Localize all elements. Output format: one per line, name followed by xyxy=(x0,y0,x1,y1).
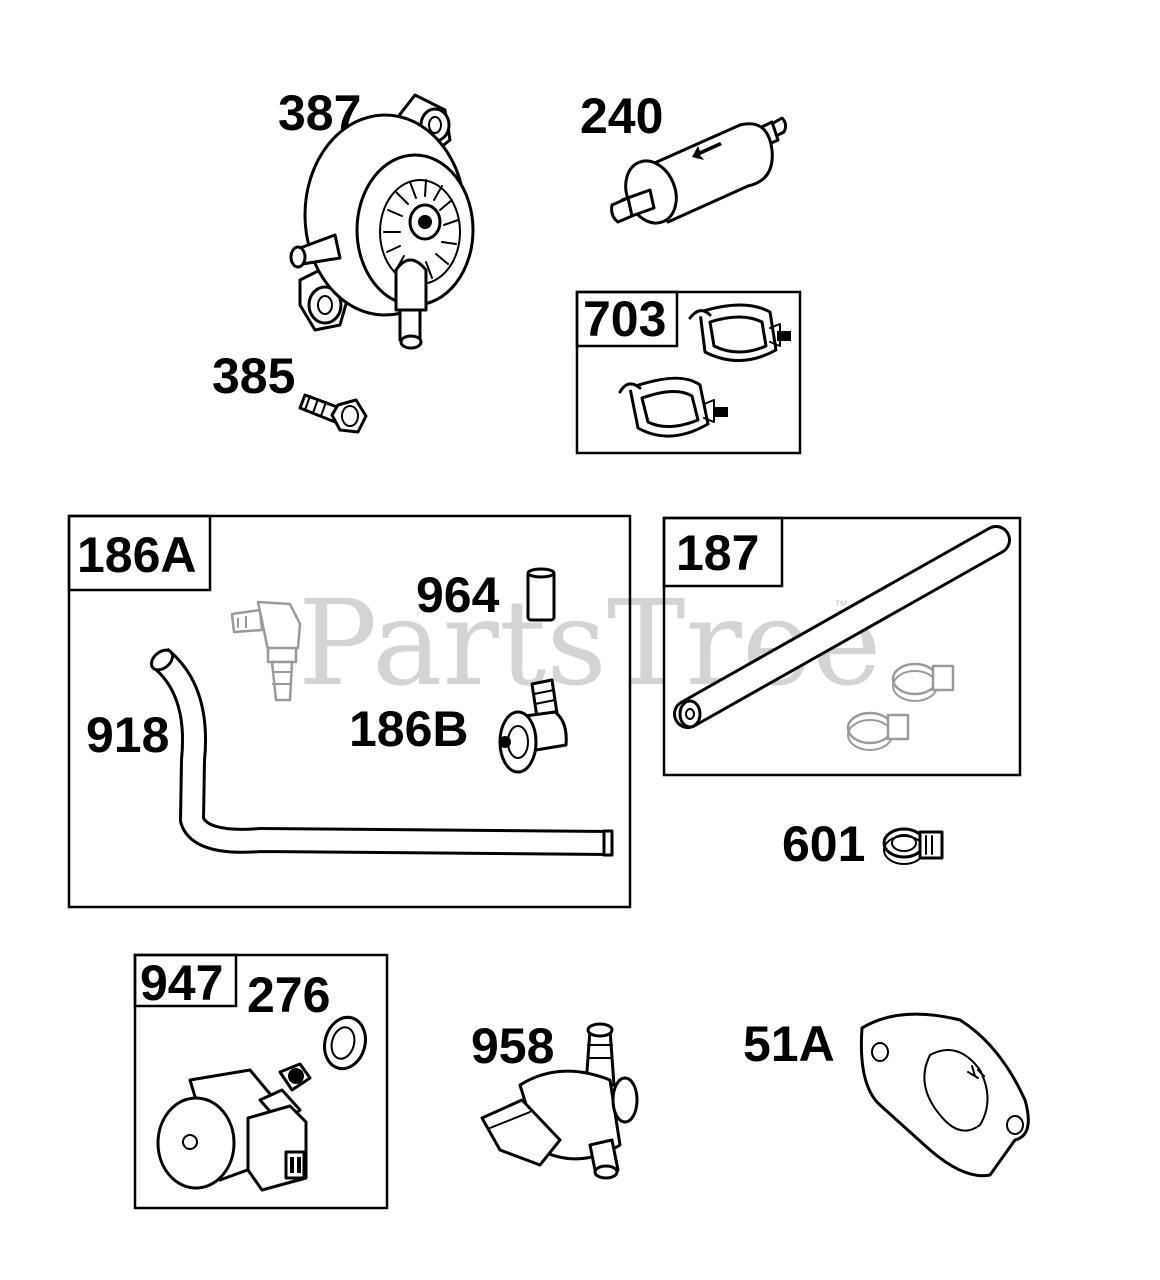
fitting-186B[interactable] xyxy=(498,678,568,774)
gasket-51A[interactable] xyxy=(859,1012,1030,1178)
clamp-187-ghost-lower xyxy=(846,711,910,751)
label-187[interactable]: 187 xyxy=(676,525,759,581)
screw-385[interactable] xyxy=(298,393,368,434)
box-947-label xyxy=(133,953,238,1008)
box-703-label xyxy=(575,290,679,348)
label-385[interactable]: 385 xyxy=(212,348,295,404)
label-964[interactable]: 964 xyxy=(416,567,500,623)
fuel-pump-387[interactable] xyxy=(289,93,475,350)
label-958[interactable]: 958 xyxy=(471,1018,554,1074)
box-186A-label xyxy=(67,514,212,592)
label-703[interactable]: 703 xyxy=(583,291,666,347)
clamp-601[interactable] xyxy=(882,827,944,865)
clamp-187-ghost-upper xyxy=(891,662,955,702)
box-187 xyxy=(662,516,1022,777)
label-186B[interactable]: 186B xyxy=(349,701,469,757)
box-947 xyxy=(133,953,389,1210)
label-51A[interactable]: 51A xyxy=(743,1016,835,1072)
label-601[interactable]: 601 xyxy=(782,816,865,872)
fuel-line-918[interactable] xyxy=(148,646,614,857)
box-186A xyxy=(67,514,632,909)
fuel-line-187[interactable] xyxy=(673,525,1011,729)
washer-276[interactable] xyxy=(319,1013,371,1074)
fuel-filter-240[interactable] xyxy=(610,116,788,231)
box-703 xyxy=(575,290,802,455)
label-240[interactable]: 240 xyxy=(580,88,663,144)
clamp-703-lower[interactable] xyxy=(618,376,728,438)
label-186A[interactable]: 186A xyxy=(77,527,197,583)
shutoff-valve-958[interactable] xyxy=(480,1022,639,1180)
fitting-186A-ghost xyxy=(230,600,302,702)
label-276[interactable]: 276 xyxy=(247,967,330,1023)
label-918[interactable]: 918 xyxy=(86,707,169,763)
spacer-964[interactable] xyxy=(526,567,556,622)
solenoid-947[interactable] xyxy=(156,1062,312,1192)
clamp-703-upper[interactable] xyxy=(688,303,791,362)
box-187-label xyxy=(662,516,784,588)
label-947[interactable]: 947 xyxy=(140,955,223,1011)
